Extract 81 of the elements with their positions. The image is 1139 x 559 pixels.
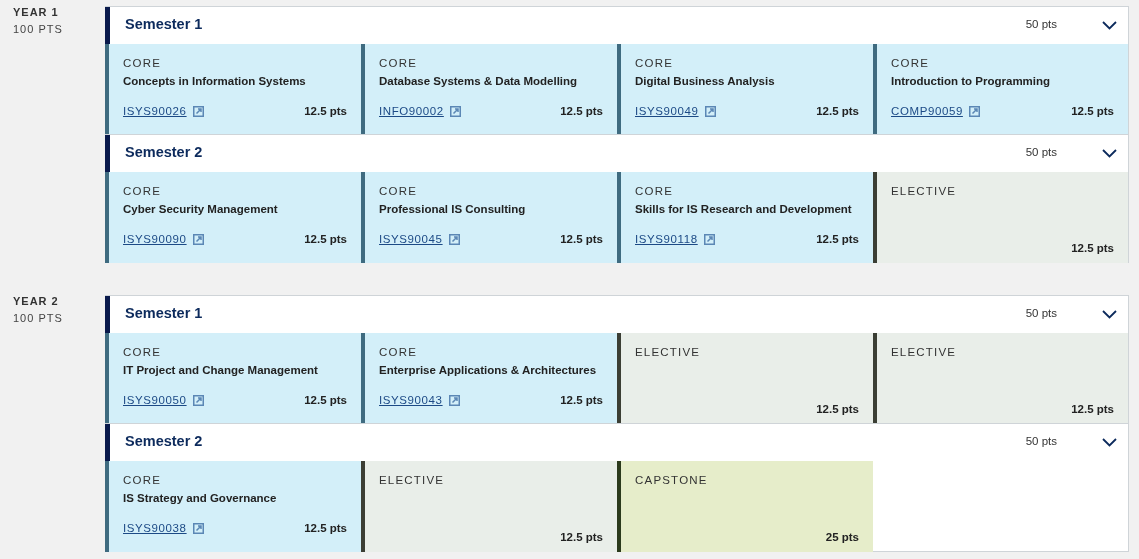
course-card [361,172,617,263]
category-label: CORE [123,474,162,486]
points-label: 12.5 pts [304,105,347,117]
course-title: Enterprise Applications & Architectures [379,364,598,376]
points-label: 12.5 pts [816,105,859,117]
semester-title: Semester 2 [125,433,203,449]
course-title: IS Strategy and Governance [123,492,278,504]
points-label: 12.5 pts [304,233,347,245]
category-label: CORE [379,346,418,358]
course-title: Skills for IS Research and Development [635,203,853,215]
category-label: CORE [635,57,674,69]
course-title: Cyber Security Management [123,203,279,215]
course-card [617,172,873,263]
course-code-link: INFO90002 [379,105,444,117]
course-card [105,44,361,135]
points-label: 25 pts [825,531,859,543]
semester-panel [105,6,1129,135]
points-label: 12.5 pts [560,394,603,406]
semester-panel [105,423,1129,552]
points-label: 50 pts [1025,435,1057,447]
semester-panel [105,134,1129,263]
points-label: 12.5 pts [560,105,603,117]
semester-title: Semester 2 [125,144,203,160]
semester-panel [105,295,1129,424]
course-title: Introduction to Programming [891,75,1052,87]
course-code-link: ISYS90043 [379,394,443,406]
capstone-slot [617,461,873,552]
course-code-link: COMP90059 [891,105,963,117]
year-heading: YEAR 2 [13,295,59,307]
points-label: 12.5 pts [304,522,347,534]
course-title: Professional IS Consulting [379,203,527,215]
points-total: 100 PTS [13,312,63,324]
category-label: ELECTIVE [379,474,445,486]
category-label: CORE [379,185,418,197]
course-title: Concepts in Information Systems [123,75,307,87]
course-code-link: ISYS90038 [123,522,187,534]
category-label: ELECTIVE [891,185,957,197]
category-label: ELECTIVE [891,346,957,358]
category-label: CORE [379,57,418,69]
points-label: 50 pts [1025,146,1057,158]
course-code-link: ISYS90050 [123,394,187,406]
course-card [105,172,361,263]
course-code-link: ISYS90026 [123,105,187,117]
course-code-link: ISYS90118 [635,233,698,245]
elective-slot [617,333,873,424]
points-label: 12.5 pts [304,394,347,406]
course-card [873,44,1128,135]
category-label: CORE [123,57,162,69]
semester-title: Semester 1 [125,305,203,321]
course-card [105,333,361,424]
points-label: 12.5 pts [816,403,859,415]
elective-slot [873,333,1128,424]
course-card [361,44,617,135]
points-label: 50 pts [1025,307,1057,319]
category-label: CORE [123,346,162,358]
course-card [361,333,617,424]
course-code-link: ISYS90090 [123,233,187,245]
points-label: 12.5 pts [1071,242,1114,254]
points-label: 12.5 pts [1071,403,1114,415]
category-label: ELECTIVE [635,346,701,358]
course-card [617,44,873,135]
course-title: Digital Business Analysis [635,75,776,87]
elective-slot [873,172,1128,263]
category-label: CAPSTONE [635,474,708,486]
category-label: CORE [891,57,930,69]
points-label: 12.5 pts [560,531,603,543]
course-title: IT Project and Change Management [123,364,319,376]
points-total: 100 PTS [13,23,63,35]
year-heading: YEAR 1 [13,6,59,18]
course-code-link: ISYS90049 [635,105,699,117]
points-label: 50 pts [1025,18,1057,30]
points-label: 12.5 pts [816,233,859,245]
category-label: CORE [123,185,162,197]
course-code-link: ISYS90045 [379,233,443,245]
elective-slot [361,461,617,552]
semester-title: Semester 1 [125,16,203,32]
points-label: 12.5 pts [560,233,603,245]
category-label: CORE [635,185,674,197]
course-title: Database Systems & Data Modelling [379,75,579,87]
course-card [105,461,361,552]
points-label: 12.5 pts [1071,105,1114,117]
